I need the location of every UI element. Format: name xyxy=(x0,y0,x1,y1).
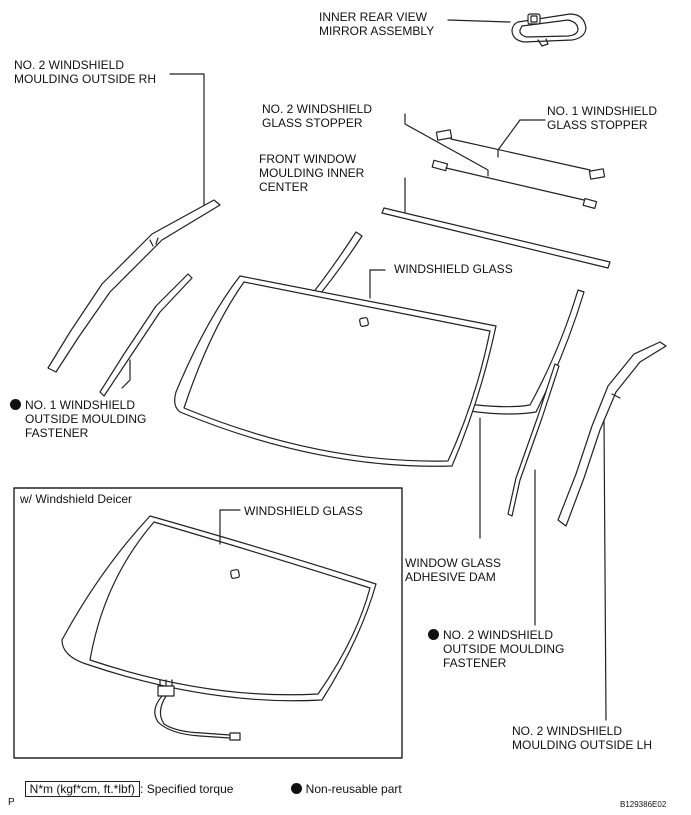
label-no2-glass-stopper: NO. 2 WINDSHIELD GLASS STOPPER xyxy=(262,102,373,130)
torque-box: N*m (kgf*cm, ft.*lbf) xyxy=(24,781,141,797)
no2-moulding-rh-part xyxy=(47,199,221,373)
footer-code: B129386E02 xyxy=(620,800,667,809)
nonreusable-legend-text: Non-reusable part xyxy=(305,782,402,796)
no1-fastener-part xyxy=(99,273,193,397)
non-reusable-dot-icon xyxy=(290,783,302,794)
label-no1-fastener xyxy=(10,398,25,412)
deicer-box-title: w/ Windshield Deicer xyxy=(20,492,133,506)
torque-legend-text: : Specified torque xyxy=(140,782,234,796)
no2-fastener-part xyxy=(507,363,560,517)
label-inner-mirror: INNER REAR VIEW MIRROR ASSEMBLY xyxy=(319,10,435,38)
label-no2-fastener xyxy=(428,628,443,642)
legend: N*m (kgf*cm, ft.*lbf): Specified torque xyxy=(18,768,234,797)
label-no2-moulding-lh: NO. 2 WINDSHIELD MOULDING OUTSIDE LH xyxy=(512,724,653,752)
label-no2-fastener-text: NO. 2 WINDSHIELD OUTSIDE MOULDING FASTEN… xyxy=(443,628,565,670)
label-front-window-moulding: FRONT WINDOW MOULDING INNER CENTER xyxy=(259,152,365,194)
label-adhesive-dam: WINDOW GLASS ADHESIVE DAM xyxy=(405,556,502,584)
no2-moulding-lh-part xyxy=(557,341,667,527)
label-no1-glass-stopper: NO. 1 WINDSHIELD GLASS STOPPER xyxy=(547,104,658,132)
front-window-moulding-part xyxy=(381,207,611,269)
label-windshield-glass: WINDSHIELD GLASS xyxy=(394,262,513,276)
footer-left: P xyxy=(8,797,15,808)
non-reusable-dot-icon xyxy=(428,629,439,640)
deicer-glass-label: WINDSHIELD GLASS xyxy=(244,504,363,518)
no2-glass-stopper-part xyxy=(431,159,598,210)
non-reusable-dot-icon xyxy=(10,399,21,410)
no1-glass-stopper-part xyxy=(435,129,606,180)
windshield-glass-part xyxy=(174,275,497,467)
deicer-windshield-glass-part xyxy=(61,515,377,741)
inner-mirror-part xyxy=(511,13,587,47)
label-no2-moulding-rh: NO. 2 WINDSHIELD MOULDING OUTSIDE RH xyxy=(14,58,157,86)
label-no1-fastener-text: NO. 1 WINDSHIELD OUTSIDE MOULDING FASTEN… xyxy=(25,398,147,440)
nonreusable-legend: Non-reusable part xyxy=(284,768,402,796)
